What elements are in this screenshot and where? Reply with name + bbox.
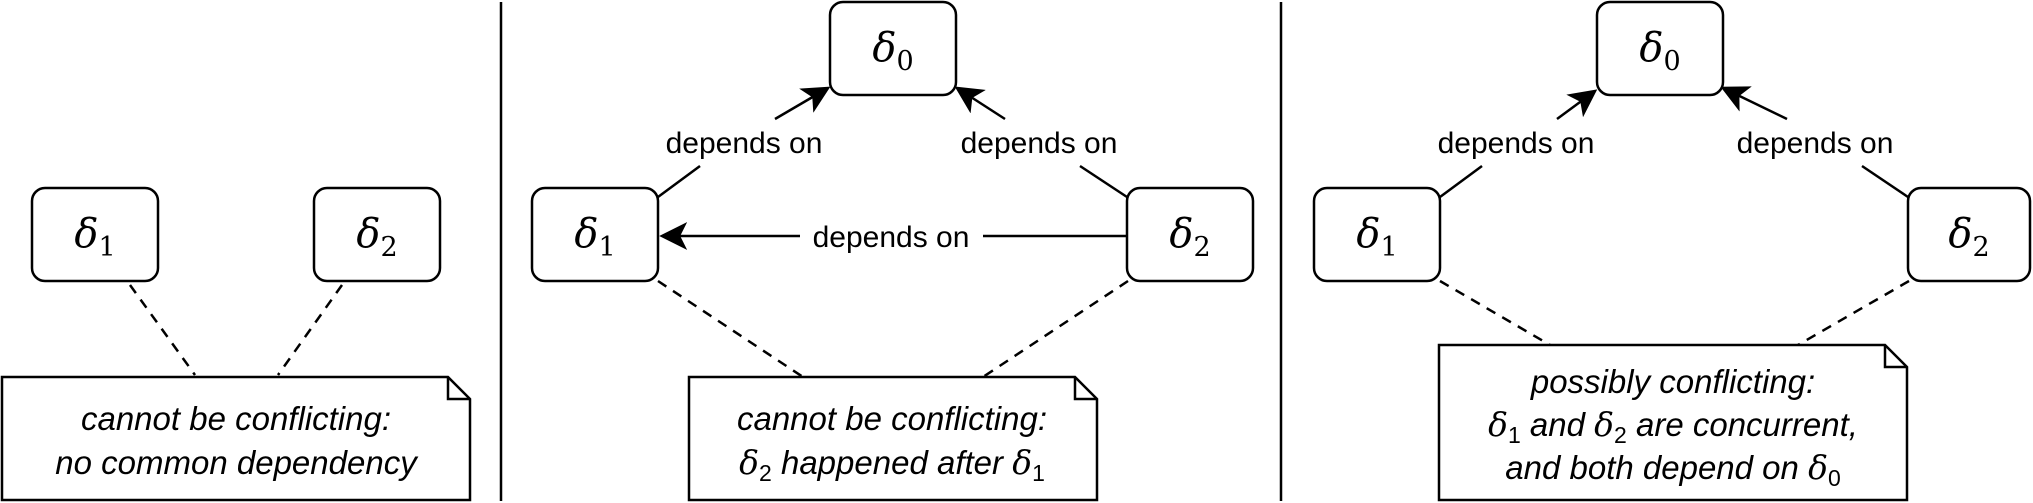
note-line-2: δ2 happened after δ1	[739, 443, 1045, 486]
node-subscript: 1	[1380, 232, 1397, 263]
panel-2: depends on depends on depends on δ0 δ1 δ…	[530, 0, 1255, 502]
node-symbol: δ	[1356, 211, 1380, 257]
edge-d2-depends-on-d0: depends on	[1720, 86, 1909, 199]
node-subscript: 1	[98, 232, 115, 263]
note-line-2: no common dependency	[55, 444, 419, 481]
node-subscript: 1	[598, 232, 615, 263]
node-delta-0: δ0	[1595, 0, 1725, 97]
node-delta-2: δ2	[1125, 186, 1255, 283]
node-symbol: δ	[1948, 211, 1972, 257]
node-delta-2: δ2	[1906, 186, 2032, 283]
note-line-3: and both depend on δ0	[1505, 448, 1840, 491]
svg-text:δ2: δ2	[1169, 211, 1210, 263]
node-symbol: δ	[356, 211, 380, 257]
dashed-connector	[128, 284, 197, 376]
node-subscript: 0	[896, 46, 913, 77]
note-line-2: δ1 and δ2 are concurrent,	[1488, 405, 1858, 448]
dashed-connector	[982, 279, 1129, 379]
node-symbol: δ	[1169, 211, 1193, 257]
node-symbol: δ	[74, 211, 98, 257]
dashed-connector	[657, 279, 804, 379]
svg-text:δ1: δ1	[574, 211, 615, 263]
edge-label: depends on	[813, 221, 970, 254]
node-subscript: 2	[380, 232, 397, 263]
dashed-connector	[1439, 279, 1551, 347]
node-delta-1: δ1	[30, 186, 160, 283]
note: possibly conflicting: δ1 and δ2 are conc…	[1437, 343, 1909, 502]
note: cannot be conflicting: no common depende…	[0, 375, 472, 502]
edge-label: depends on	[1737, 127, 1894, 160]
node-symbol: δ	[872, 25, 896, 71]
node-symbol: δ	[1639, 25, 1663, 71]
node-delta-0: δ0	[828, 0, 958, 97]
edge-d2-depends-on-d0: depends on	[954, 86, 1128, 199]
node-symbol: δ	[574, 211, 598, 257]
node-delta-2: δ2	[312, 186, 442, 283]
svg-text:δ2: δ2	[1948, 211, 1989, 263]
edge-label: depends on	[666, 127, 823, 160]
svg-text:δ2: δ2	[356, 211, 397, 263]
node-subscript: 2	[1193, 232, 1210, 263]
edge-label: depends on	[1438, 127, 1595, 160]
svg-text:δ0: δ0	[872, 25, 913, 77]
note: cannot be conflicting: δ2 happened after…	[687, 375, 1099, 502]
note-line-1: cannot be conflicting:	[737, 400, 1047, 437]
panel-3: depends on depends on δ0 δ1 δ2 possibly …	[1312, 0, 2032, 502]
note-line-1: possibly conflicting:	[1530, 363, 1815, 400]
node-delta-1: δ1	[1312, 186, 1442, 283]
edge-label: depends on	[961, 127, 1118, 160]
panel-1: δ1 δ2 cannot be conflicting: no common d…	[0, 186, 472, 502]
node-subscript: 0	[1663, 46, 1680, 77]
node-delta-1: δ1	[530, 186, 660, 283]
edge-d2-depends-on-d1: depends on	[659, 221, 1127, 254]
note-line-1: cannot be conflicting:	[81, 400, 391, 437]
svg-text:δ1: δ1	[74, 211, 115, 263]
svg-text:δ0: δ0	[1639, 25, 1680, 77]
dashed-connector	[1797, 279, 1910, 347]
edge-d1-depends-on-d0: depends on	[1438, 89, 1598, 199]
node-subscript: 2	[1972, 232, 1989, 263]
edge-d1-depends-on-d0: depends on	[657, 86, 831, 199]
dashed-connector	[276, 284, 344, 376]
svg-text:δ1: δ1	[1356, 211, 1397, 263]
